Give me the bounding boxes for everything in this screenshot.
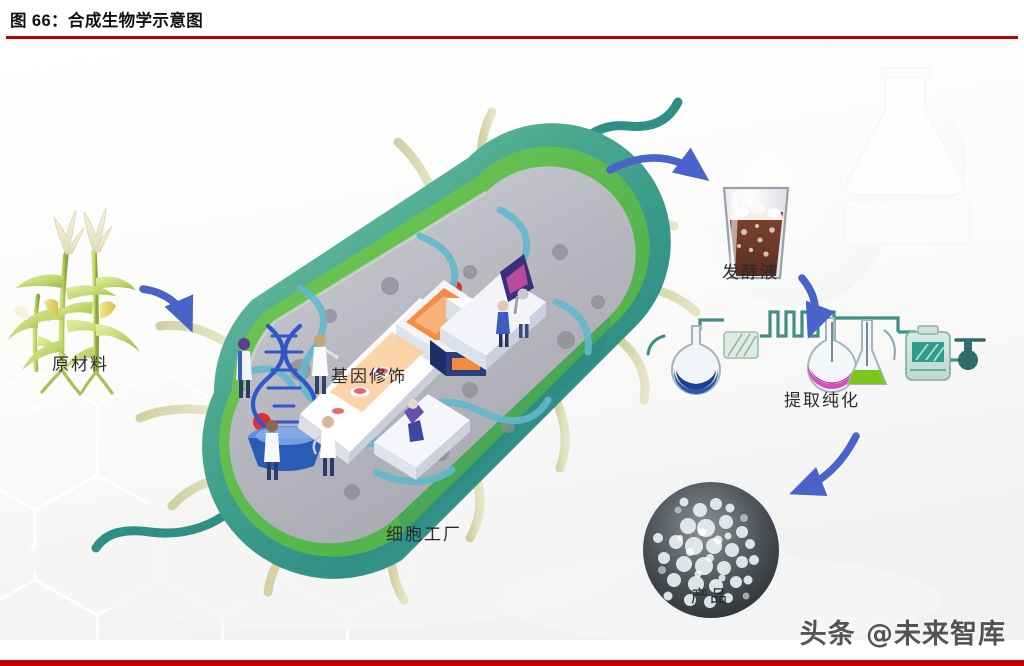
label-product: 产品 <box>691 587 729 607</box>
arrow-purification-to-product <box>789 432 860 497</box>
label-extraction-purification: 提取纯化 <box>784 391 860 411</box>
lab-platform-lower <box>374 394 470 480</box>
arrow-broth-to-purification <box>798 274 835 339</box>
downstream-process-illustration <box>639 186 986 622</box>
title-divider <box>6 36 1018 39</box>
page-title: 图 66：合成生物学示意图 <box>10 12 204 30</box>
label-raw-material: 原材料 <box>52 355 109 375</box>
flask-blue <box>670 325 722 395</box>
separator-tank <box>905 325 951 381</box>
process-arrows-layer <box>139 147 860 497</box>
figure-header: 图 66：合成生物学示意图 <box>0 0 1024 38</box>
footer-divider <box>0 660 1024 666</box>
product-illustration <box>639 478 783 622</box>
arrow-raw-to-cell <box>139 285 194 333</box>
flask-green <box>846 319 896 385</box>
label-gene-editing: 基因修饰 <box>331 367 407 387</box>
corn-plant-group <box>8 207 140 396</box>
cell-factory-illustration <box>91 97 701 605</box>
diagram-illustration: CNH <box>0 40 1024 640</box>
svg-text:C: C <box>36 448 45 463</box>
outlet-valve <box>954 338 986 370</box>
label-cell-factory: 细胞工厂 <box>386 525 462 545</box>
cytoplasm-contents <box>236 206 605 500</box>
raw-material-illustration <box>8 207 140 396</box>
label-fermentation-broth: 发酵液 <box>722 263 779 283</box>
scientist-figures <box>236 288 530 480</box>
purification-equipment-train <box>646 310 986 395</box>
fermentation-broth-glass <box>722 186 790 280</box>
watermark: 头条 @未来智库 <box>799 619 1006 650</box>
arrow-cell-to-broth <box>606 147 710 182</box>
filter-module <box>723 331 759 359</box>
flask-magenta <box>806 317 858 393</box>
